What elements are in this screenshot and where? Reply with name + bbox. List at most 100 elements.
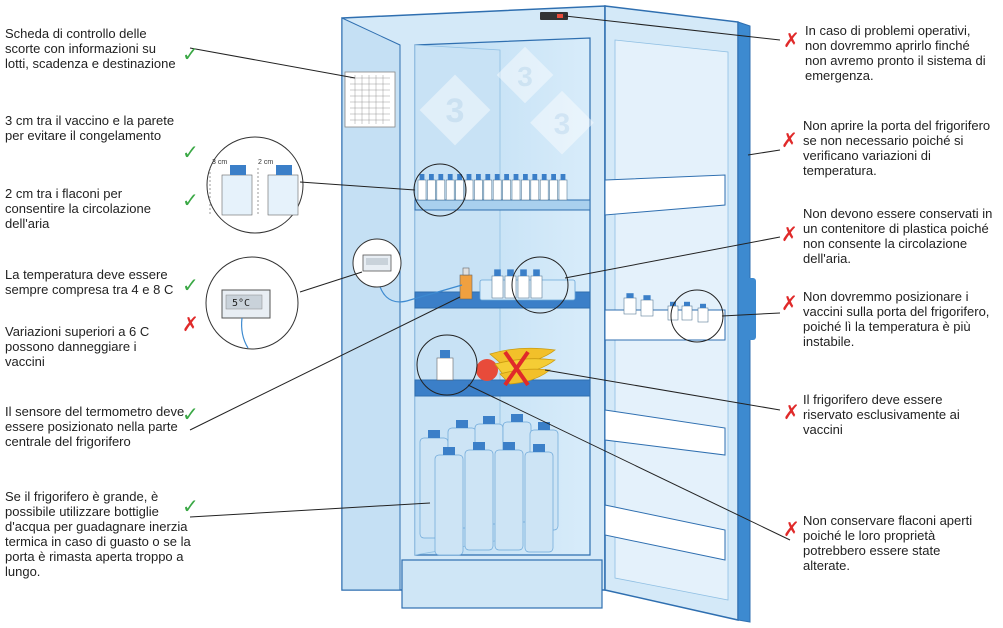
cross-icon: ✗ xyxy=(781,293,798,315)
leader-lines xyxy=(189,15,791,541)
right-callout-text: Non dovremmo posizionare i vaccini sulla… xyxy=(803,289,990,349)
vial-icon xyxy=(530,179,540,201)
watermark-number: 3 xyxy=(517,61,533,92)
bottle-cap-icon xyxy=(483,416,495,424)
vial-icon xyxy=(667,305,679,321)
vial-icon xyxy=(517,275,530,299)
vial-icon xyxy=(491,275,504,299)
vial-cap-icon xyxy=(626,293,634,298)
vial-cap-icon xyxy=(670,301,676,306)
vial-icon xyxy=(492,179,502,201)
vial-icon xyxy=(474,179,483,201)
cross-icon: ✗ xyxy=(182,314,199,336)
vial-cap-icon xyxy=(507,269,514,276)
left-callout-text: La temperatura deve essere sempre compre… xyxy=(5,267,174,297)
zoom-circle-spacing: 3 cm 2 cm xyxy=(206,136,304,234)
vial-cap-icon xyxy=(551,174,556,180)
forbidden-cross-icon xyxy=(503,350,530,387)
stock-card-sheet xyxy=(344,71,396,128)
bottle-cap-icon xyxy=(533,444,545,452)
vial-cap-icon xyxy=(643,295,651,300)
fridge-door xyxy=(604,5,756,623)
zoom-circle-thermometer: 5°C xyxy=(205,256,299,350)
vial-icon xyxy=(530,275,543,299)
vial-cap-icon xyxy=(485,174,491,180)
thermometer-sensor xyxy=(352,238,463,303)
vial-cap-icon xyxy=(504,174,509,180)
cross-icon: ✗ xyxy=(783,519,800,541)
water-bottle-icon xyxy=(494,449,524,551)
check-icon: ✓ xyxy=(182,190,199,212)
vial-icon xyxy=(445,179,455,201)
vial-cap-icon xyxy=(520,269,527,276)
vial-cap-icon xyxy=(533,269,540,276)
bottle-cap-icon xyxy=(538,422,550,430)
water-bottles xyxy=(419,414,559,556)
vial-icon xyxy=(681,305,693,321)
bottle-cap-icon xyxy=(428,430,440,438)
vial-icon xyxy=(623,297,637,315)
cross-icon: ✗ xyxy=(781,224,798,246)
vial-cap-icon xyxy=(494,174,500,180)
right-callout-text: In caso di problemi operativi, non dovre… xyxy=(805,23,986,83)
vial-icon xyxy=(539,179,549,201)
lower-shelf-items xyxy=(436,347,556,387)
watermark-number: 3 xyxy=(554,108,571,141)
vial-cap-icon xyxy=(438,174,444,180)
right-callout-text: Non conservare flaconi aperti poiché le … xyxy=(803,513,973,573)
vial-icon xyxy=(504,275,517,299)
left-callout-text: Se il frigorifero è grande, è possibile … xyxy=(5,489,191,579)
thermometer-reading: 5°C xyxy=(232,298,250,309)
vial-icon xyxy=(640,299,654,317)
vial-cap-icon xyxy=(513,174,519,180)
vial-icon xyxy=(697,307,709,323)
vial-cap-icon xyxy=(429,174,434,180)
left-callout-text: Scheda di controllo delle scorte con inf… xyxy=(5,26,176,71)
check-icon: ✓ xyxy=(182,44,199,66)
right-callout-text: Non devono essere conservati in un conte… xyxy=(803,206,993,266)
vial-icon xyxy=(521,179,530,201)
vial-cap-icon xyxy=(419,174,425,180)
vial-cap-icon xyxy=(447,174,453,180)
vial-cap-icon xyxy=(494,269,501,276)
detail-label-3cm: 3 cm xyxy=(212,159,227,166)
vial-icon xyxy=(436,179,446,201)
vial-icon xyxy=(558,179,568,201)
vial-cap-icon xyxy=(684,301,690,306)
vial-icon xyxy=(502,179,511,201)
check-icon: ✓ xyxy=(182,404,199,426)
left-callout-text: Il sensore del termometro deve essere po… xyxy=(5,404,185,449)
middle-shelf-vials xyxy=(491,269,543,299)
cross-icon: ✗ xyxy=(783,402,800,424)
vial-icon xyxy=(427,179,436,201)
check-icon: ✓ xyxy=(182,275,199,297)
vial-cap-icon xyxy=(700,303,706,308)
vial-cap-icon xyxy=(541,174,547,180)
vial-icon xyxy=(483,179,493,201)
watermark-number: 3 xyxy=(446,92,465,130)
right-callout-text: Il frigorifero deve essere riservato esc… xyxy=(803,392,960,437)
left-callout-text: 2 cm tra i flaconi per consentire la cir… xyxy=(5,186,151,231)
vial-cap-icon xyxy=(457,174,462,180)
vial-cap-icon xyxy=(560,174,566,180)
left-callout-text: Variazioni superiori a 6 C possono danne… xyxy=(5,324,150,369)
vial-icon xyxy=(417,179,427,201)
vial-cap-icon xyxy=(476,174,481,180)
water-bottle-icon xyxy=(434,454,464,556)
vial-cap-icon xyxy=(523,174,528,180)
cross-icon: ✗ xyxy=(781,130,798,152)
bottle-cap-icon xyxy=(456,420,468,428)
water-bottle-icon xyxy=(464,449,494,551)
water-bottle-icon xyxy=(524,451,554,553)
vial-cap-icon xyxy=(466,174,472,180)
vial-icon xyxy=(455,179,464,201)
cross-icon: ✗ xyxy=(783,30,800,52)
vial-icon xyxy=(549,179,558,201)
vial-icon xyxy=(511,179,521,201)
top-shelf-vials xyxy=(417,174,568,201)
bottle-cap-icon xyxy=(503,442,515,450)
bottle-cap-icon xyxy=(511,414,523,422)
right-callout-text: Non aprire la porta del frigorifero se n… xyxy=(803,118,991,178)
